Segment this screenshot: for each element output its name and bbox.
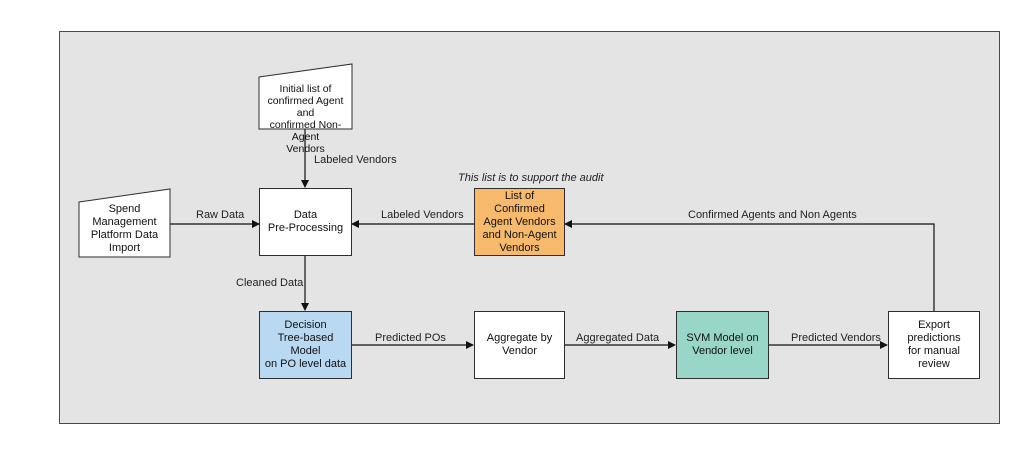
decision-tree-label: Decision Tree-based Model on PO level da…	[264, 319, 347, 370]
confirmed-vendor-list-label: List of Confirmed Agent Vendors and Non-…	[482, 189, 557, 254]
confirmed-vendor-list-node[interactable]: List of Confirmed Agent Vendors and Non-…	[474, 188, 565, 256]
edge-label-labeled-vendors-side: Labeled Vendors	[381, 209, 464, 221]
manual-input-shape	[78, 188, 171, 258]
audit-note: This list is to support the audit	[458, 172, 604, 184]
decision-tree-node[interactable]: Decision Tree-based Model on PO level da…	[259, 311, 352, 379]
export-node[interactable]: Export predictions for manual review	[888, 311, 980, 379]
spend-import-label: Spend Management Platform Data Import	[90, 203, 159, 254]
preprocessing-node[interactable]: Data Pre-Processing	[259, 188, 352, 256]
export-label: Export predictions for manual review	[907, 319, 961, 370]
svm-model-node[interactable]: SVM Model on Vendor level	[676, 311, 769, 379]
edge-label-predicted-vendors: Predicted Vendors	[791, 332, 881, 344]
edge-confirmed-agents	[564, 220, 935, 311]
edge-label-predicted-pos: Predicted POs	[375, 332, 446, 344]
edge-label-cleaned-data: Cleaned Data	[236, 277, 304, 289]
initial-vendor-list-label: Initial list of confirmed Agent and conf…	[267, 83, 344, 155]
svm-model-label: SVM Model on Vendor level	[686, 332, 759, 357]
edge-label-labeled-vendors-top: Labeled Vendors	[314, 154, 397, 166]
edge-label-aggregated-data: Aggregated Data	[576, 332, 660, 344]
aggregate-node[interactable]: Aggregate by Vendor	[474, 311, 565, 379]
initial-vendor-list-node[interactable]: Initial list of confirmed Agent and conf…	[258, 63, 353, 155]
aggregate-label: Aggregate by Vendor	[486, 332, 553, 357]
edge-label-raw-data: Raw Data	[196, 209, 245, 221]
spend-import-node[interactable]: Spend Management Platform Data Import	[78, 188, 171, 258]
preprocessing-label: Data Pre-Processing	[267, 209, 344, 234]
manual-input-shape	[258, 63, 353, 130]
edge-label-confirmed-agents: Confirmed Agents and Non Agents	[688, 209, 857, 221]
